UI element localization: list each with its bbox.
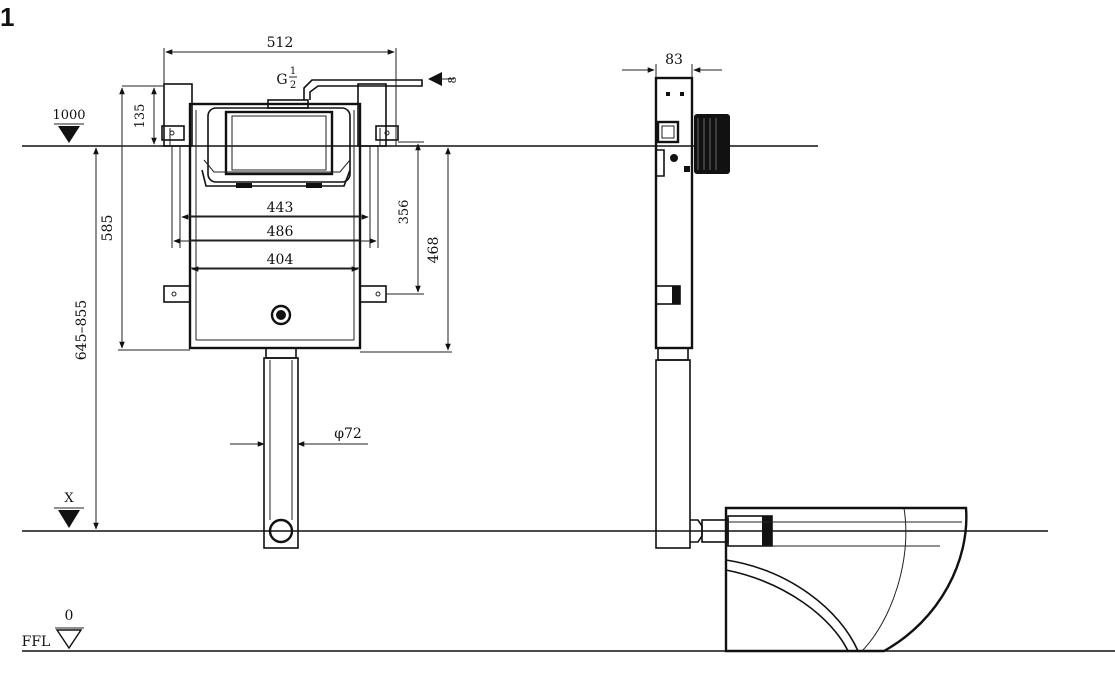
dim-label-645-855: 645–855 [74,300,90,360]
level-label-floor: 0 [65,608,74,624]
dim-label-512: 512 [267,35,294,51]
dim-height-585: 585 [100,87,190,351]
level-label-x: X [64,491,74,506]
dim-side-83: 83 [622,52,722,78]
level-marker-ffl: 0 FFL [22,608,84,650]
dim-label-585: 585 [100,215,116,242]
level-label-ffl: FFL [22,634,51,650]
side-view-cistern [654,76,773,549]
front-view-cistern [161,79,423,549]
toilet-bowl [724,506,968,653]
dim-label-443: 443 [267,200,294,216]
dim-label-g-num: 1 [290,66,296,77]
figure-number: 1 [0,2,15,32]
dim-inner-443: 443 [181,200,369,220]
level-marker-x: X [54,491,84,528]
dim-inlet-g12: G 1 2 [276,66,297,91]
dim-inner-404: 404 [191,252,359,272]
dim-label-486: 486 [267,224,294,240]
dim-range-645-855: 645–855 [74,147,99,530]
level-label-1000: 1000 [52,108,85,123]
inlet-arrow-8: 8 [428,72,459,86]
dim-width-512: 512 [163,35,397,146]
level-marker-1000: 1000 [52,108,86,143]
dim-inner-486: 486 [173,224,377,244]
dim-height-135: 135 [122,85,164,147]
dim-label-404: 404 [267,252,294,268]
dim-label-g: G [276,72,287,88]
dim-label-468: 468 [426,237,442,264]
dim-label-g-den: 2 [290,80,296,91]
dim-label-83: 83 [665,52,683,68]
dim-label-356: 356 [397,200,412,225]
dim-label-135: 135 [133,104,148,129]
dim-diameter-72: φ72 [230,426,368,447]
dim-label-phi72: φ72 [334,426,362,442]
dim-height-356: 356 [386,141,424,295]
dim-height-468: 468 [360,147,452,353]
dim-label-8: 8 [446,77,459,84]
